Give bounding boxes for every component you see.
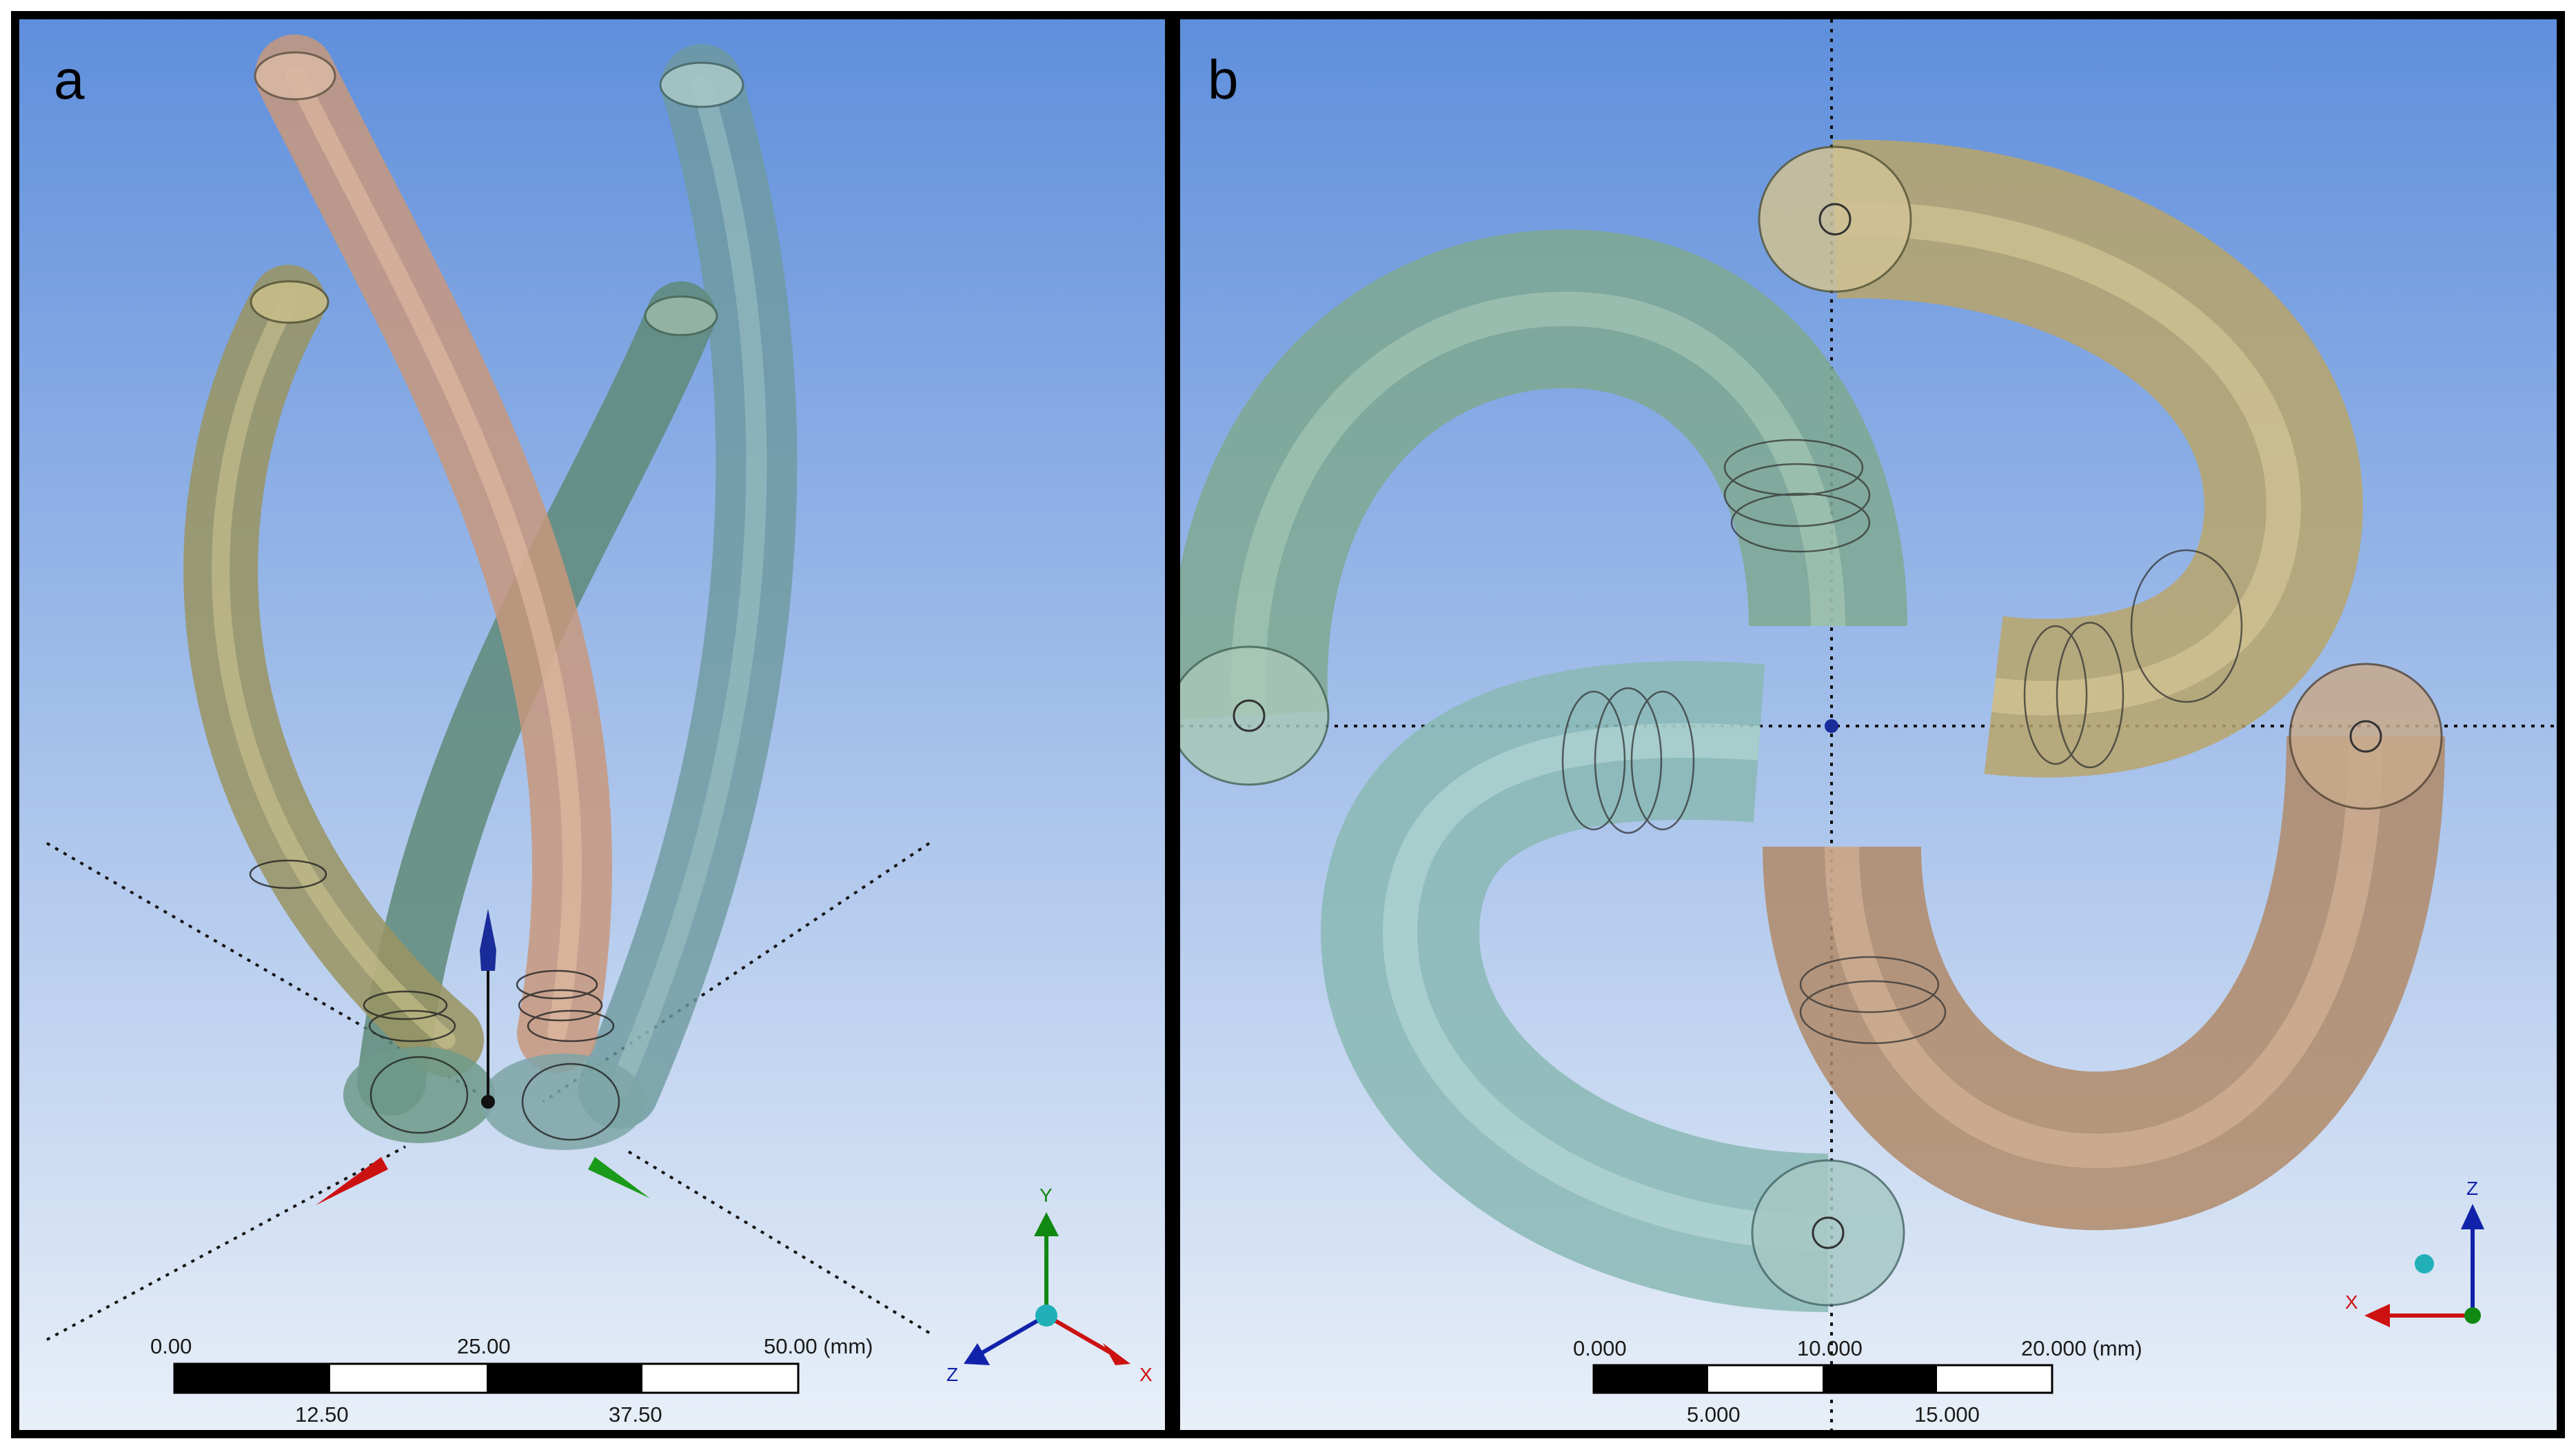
center-axes-a [316,909,650,1205]
panel-a-viewport[interactable]: 0.00 25.00 50.00 (mm) 12.50 37.50 Y Z X [19,19,1165,1430]
tube-green-top-left [1180,229,1907,720]
tube-copper-bottom-right [1763,736,2445,1231]
scale-label-0: 0.00 [150,1334,192,1358]
scale-label-50: 50.00 (mm) [764,1334,873,1358]
tubes-b [1180,139,2445,1312]
tube-teal-bottom-left [1321,661,1829,1312]
triad-label-y: Y [1039,1185,1053,1206]
triad-label-x-b: X [2345,1291,2358,1313]
tube-teal-tall [578,44,798,1129]
scale-label-37-5: 37.50 [609,1402,662,1427]
scale-label-15-b: 15.000 [1914,1402,1980,1427]
panel-a: 0.00 25.00 50.00 (mm) 12.50 37.50 Y Z X … [11,11,1173,1438]
scale-label-10-b: 10.000 [1797,1336,1863,1360]
triad-label-z: Z [946,1364,958,1385]
panel-b: 0.000 10.000 20.000 (mm) 5.000 15.000 Z … [1172,11,2565,1438]
red-axis-arrow [316,1157,388,1205]
scale-label-5-b: 5.000 [1687,1402,1741,1427]
orientation-triad-a: Y Z X [946,1185,1153,1385]
tube-gold-top-right [1832,139,2363,778]
scale-label-25: 25.00 [457,1334,511,1358]
scale-label-20-b: 20.000 (mm) [2021,1336,2142,1360]
panel-label-b: b [1208,49,1239,110]
scale-label-12-5: 12.50 [295,1402,349,1427]
scale-bar-b: 0.000 10.000 20.000 (mm) 5.000 15.000 [1573,1336,2142,1427]
scale-bar-a: 0.00 25.00 50.00 (mm) 12.50 37.50 [150,1334,873,1427]
triad-label-z-b: Z [2466,1178,2478,1199]
tubes-a [183,34,798,1150]
panel-b-viewport[interactable]: 0.000 10.000 20.000 (mm) 5.000 15.000 Z … [1180,19,2557,1430]
center-point-b [1825,719,1838,733]
scale-label-0-b: 0.000 [1573,1336,1627,1360]
triad-label-x: X [1139,1364,1153,1385]
green-axis-arrow [588,1157,650,1198]
orientation-triad-b: Z X [2345,1178,2484,1327]
panel-label-a: a [54,49,85,110]
